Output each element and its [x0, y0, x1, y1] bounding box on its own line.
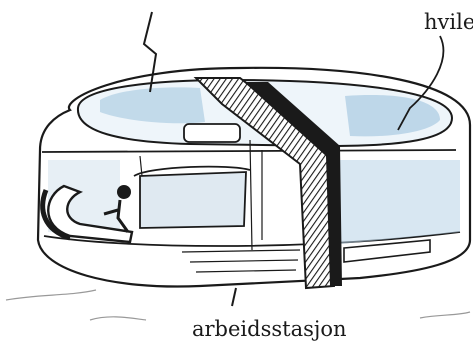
- leader-bottom: [232, 288, 236, 306]
- person-head: [117, 185, 131, 199]
- ground-scribbles: [6, 290, 470, 320]
- rest-label: hvile: [424, 12, 473, 33]
- shelf: [184, 124, 240, 142]
- workstation-label: arbeidsstasjon: [192, 319, 347, 340]
- workstation-desk: [140, 172, 246, 228]
- side-glass-right: [340, 160, 460, 244]
